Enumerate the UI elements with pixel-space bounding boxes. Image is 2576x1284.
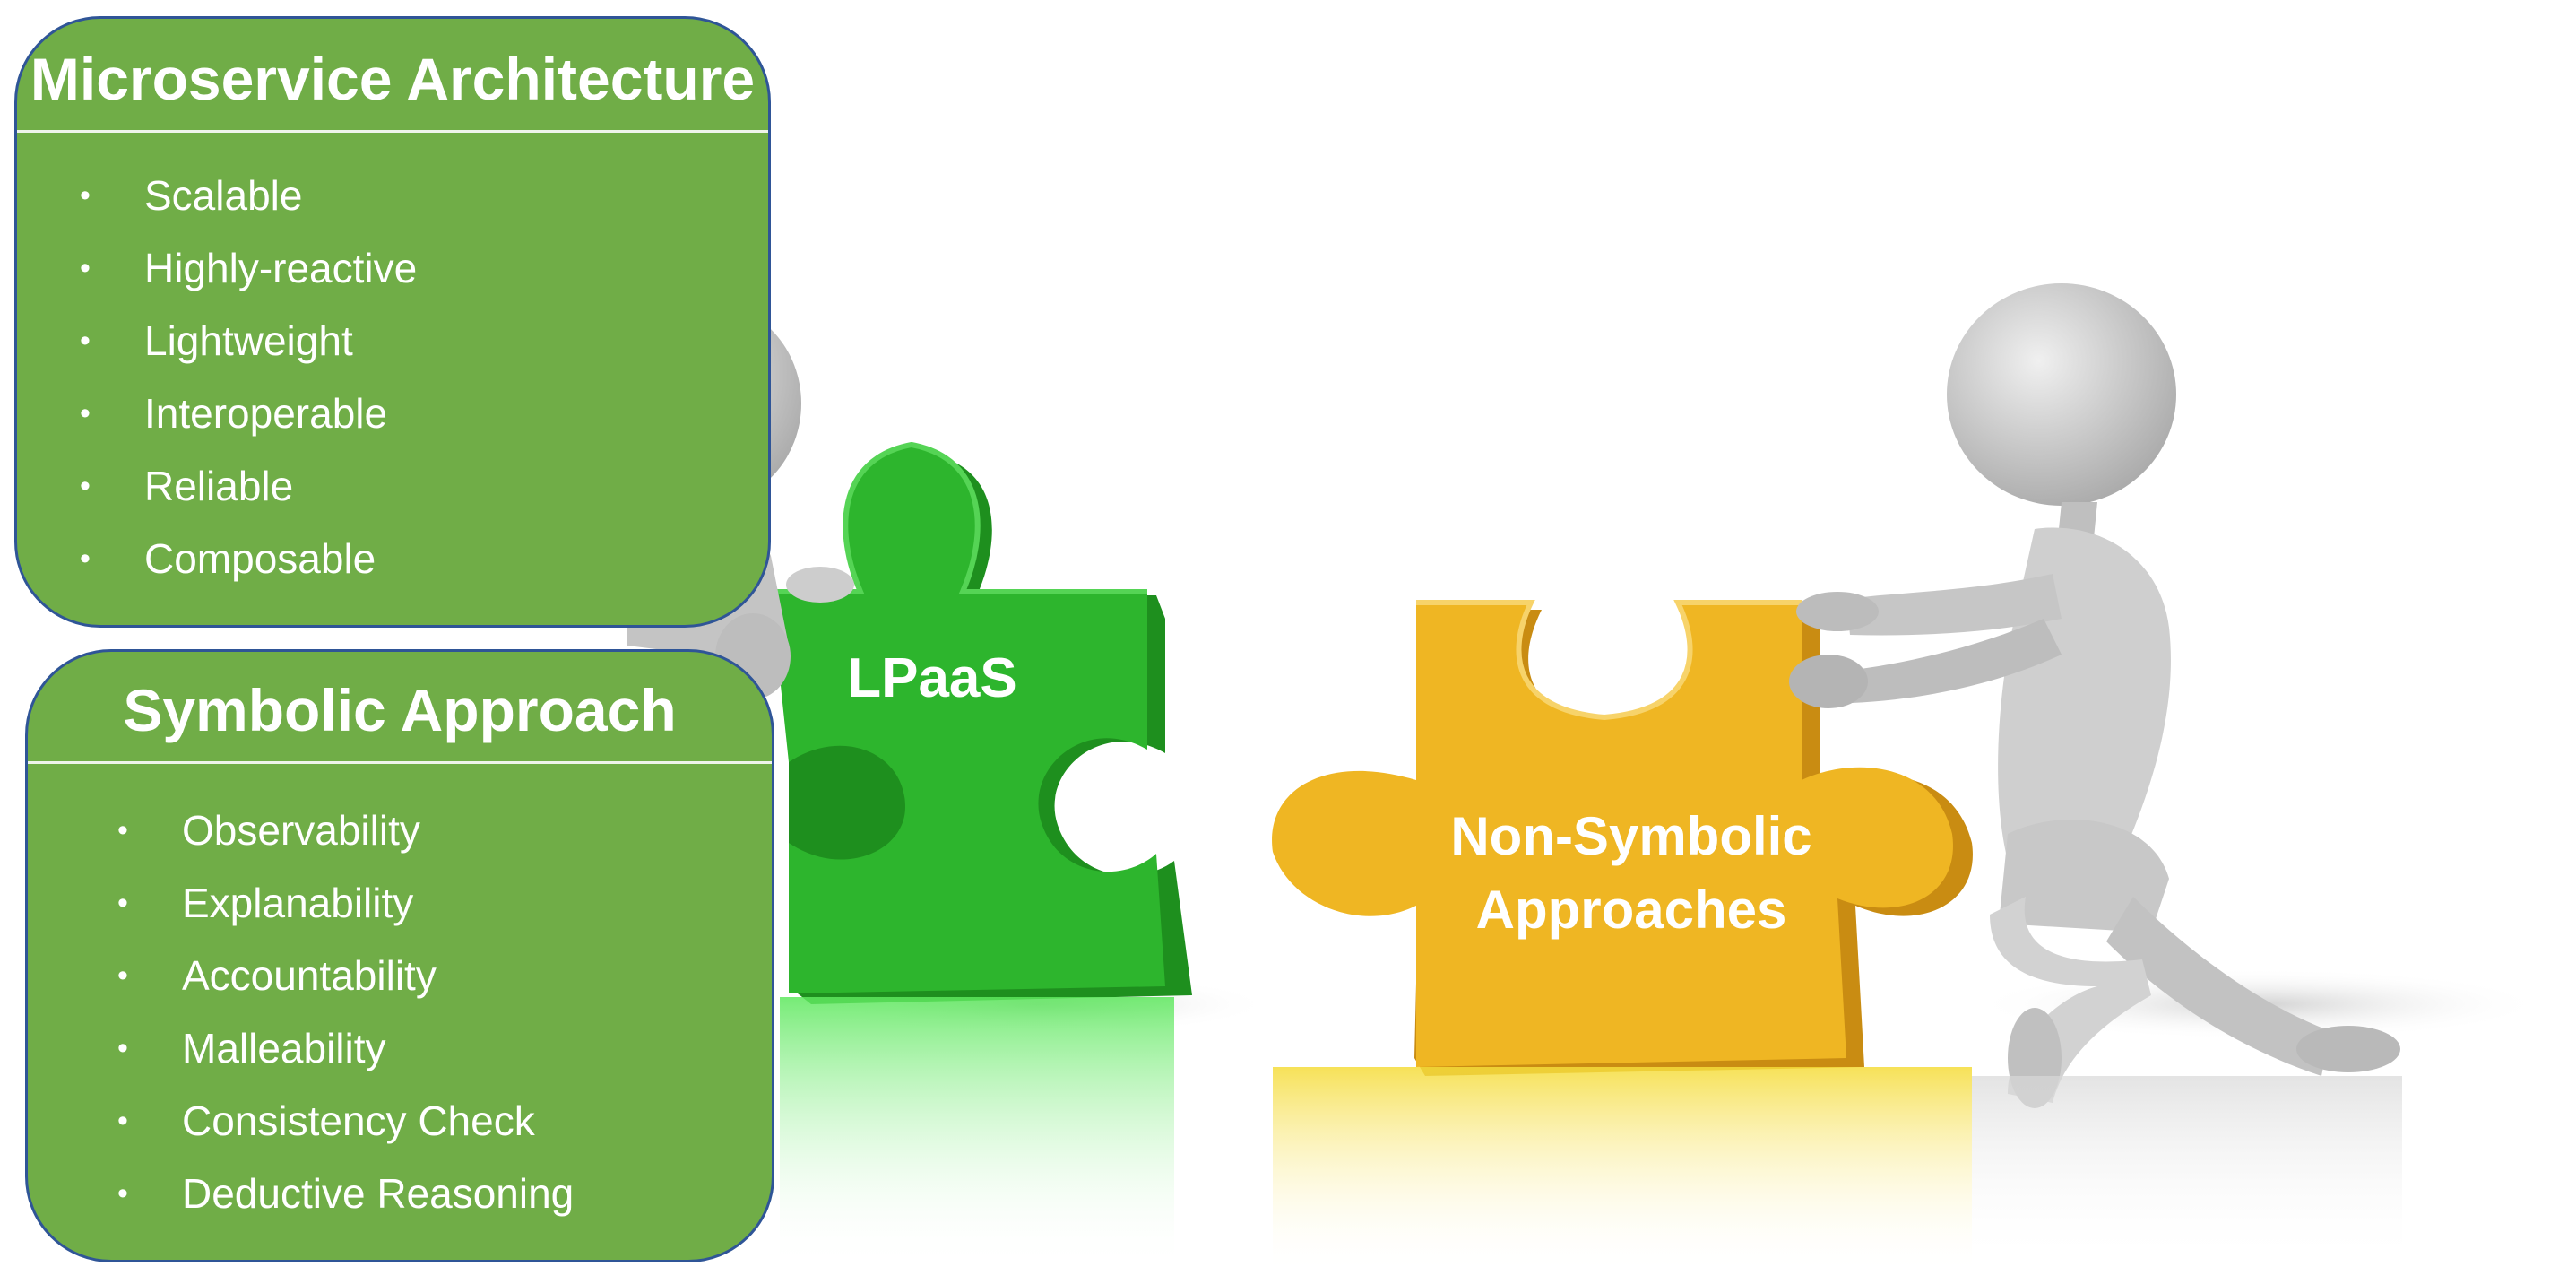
figure-reflection xyxy=(1972,1076,2402,1264)
list-item: • Highly-reactive xyxy=(80,232,768,305)
bullet-icon: • xyxy=(80,542,91,576)
list-item: • Consistency Check xyxy=(117,1085,772,1158)
list-item-label: Composable xyxy=(144,535,376,582)
bullet-icon: • xyxy=(80,251,91,285)
panel-title: Microservice Architecture xyxy=(30,46,756,112)
bullet-icon: • xyxy=(80,324,91,358)
list-item: • Malleability xyxy=(117,1012,772,1085)
panel-divider xyxy=(28,761,772,764)
green-piece-reflection xyxy=(780,997,1174,1266)
panel-title: Symbolic Approach xyxy=(123,677,677,743)
list-item-label: Reliable xyxy=(144,463,294,509)
list-item-label: Explanability xyxy=(182,880,414,926)
list-item-label: Deductive Reasoning xyxy=(182,1170,575,1217)
list-item-label: Malleability xyxy=(182,1025,386,1071)
bullet-list: •Scalable •Highly-reactive •Lightweight … xyxy=(17,160,768,595)
list-item: • Reliable xyxy=(80,450,768,523)
list-item: • Interoperable xyxy=(80,377,768,450)
stick-figure-pushing-icon xyxy=(1789,283,2400,1108)
list-item-label: Scalable xyxy=(144,172,303,219)
bullet-icon: • xyxy=(117,1176,128,1210)
puzzle-piece-icon xyxy=(771,441,1192,1004)
bullet-list: • Observability • Explanability • Accountab… xyxy=(28,794,772,1230)
puzzle-piece-icon xyxy=(1272,600,1973,1076)
yellow-piece-reflection xyxy=(1273,1067,1972,1273)
bullet-icon: • xyxy=(80,396,91,430)
list-item: • Observability xyxy=(117,794,772,867)
bullet-icon: • xyxy=(80,178,91,213)
list-item-label: Accountability xyxy=(182,952,437,999)
bullet-icon: • xyxy=(117,813,128,847)
list-item-label: Observability xyxy=(182,807,420,854)
bullet-icon: • xyxy=(117,1104,128,1138)
bullet-icon: • xyxy=(117,886,128,920)
panel-divider xyxy=(17,130,768,133)
list-item-label: Highly-reactive xyxy=(144,245,418,291)
list-item-label: Interoperable xyxy=(144,390,388,437)
list-item: • Composable xyxy=(80,523,768,595)
bullet-icon: • xyxy=(117,959,128,993)
non-symbolic-label-line2: Approaches xyxy=(1475,880,1787,940)
list-item-label: Consistency Check xyxy=(182,1097,535,1144)
list-item: • Accountability xyxy=(117,940,772,1012)
bullet-icon: • xyxy=(117,1031,128,1065)
microservice-architecture-panel: Microservice Architecture • Scalable • Hig… xyxy=(14,16,771,628)
list-item: • Scalable xyxy=(80,160,768,232)
bullet-icon: • xyxy=(80,469,91,503)
non-symbolic-label-line1: Non-Symbolic xyxy=(1450,806,1812,866)
list-item-label: Lightweight xyxy=(144,317,353,364)
list-item: • Explanability xyxy=(117,867,772,940)
list-item: • Deductive Reasoning xyxy=(117,1158,772,1230)
lpaas-piece-label: LPaaS xyxy=(847,647,1017,709)
list-item: • Lightweight xyxy=(80,305,768,377)
symbolic-approach-panel: Symbolic Approach • Observability • Explan… xyxy=(25,649,774,1262)
non-symbolic-piece-label: Non-Symbolic Approaches xyxy=(1398,800,1864,947)
